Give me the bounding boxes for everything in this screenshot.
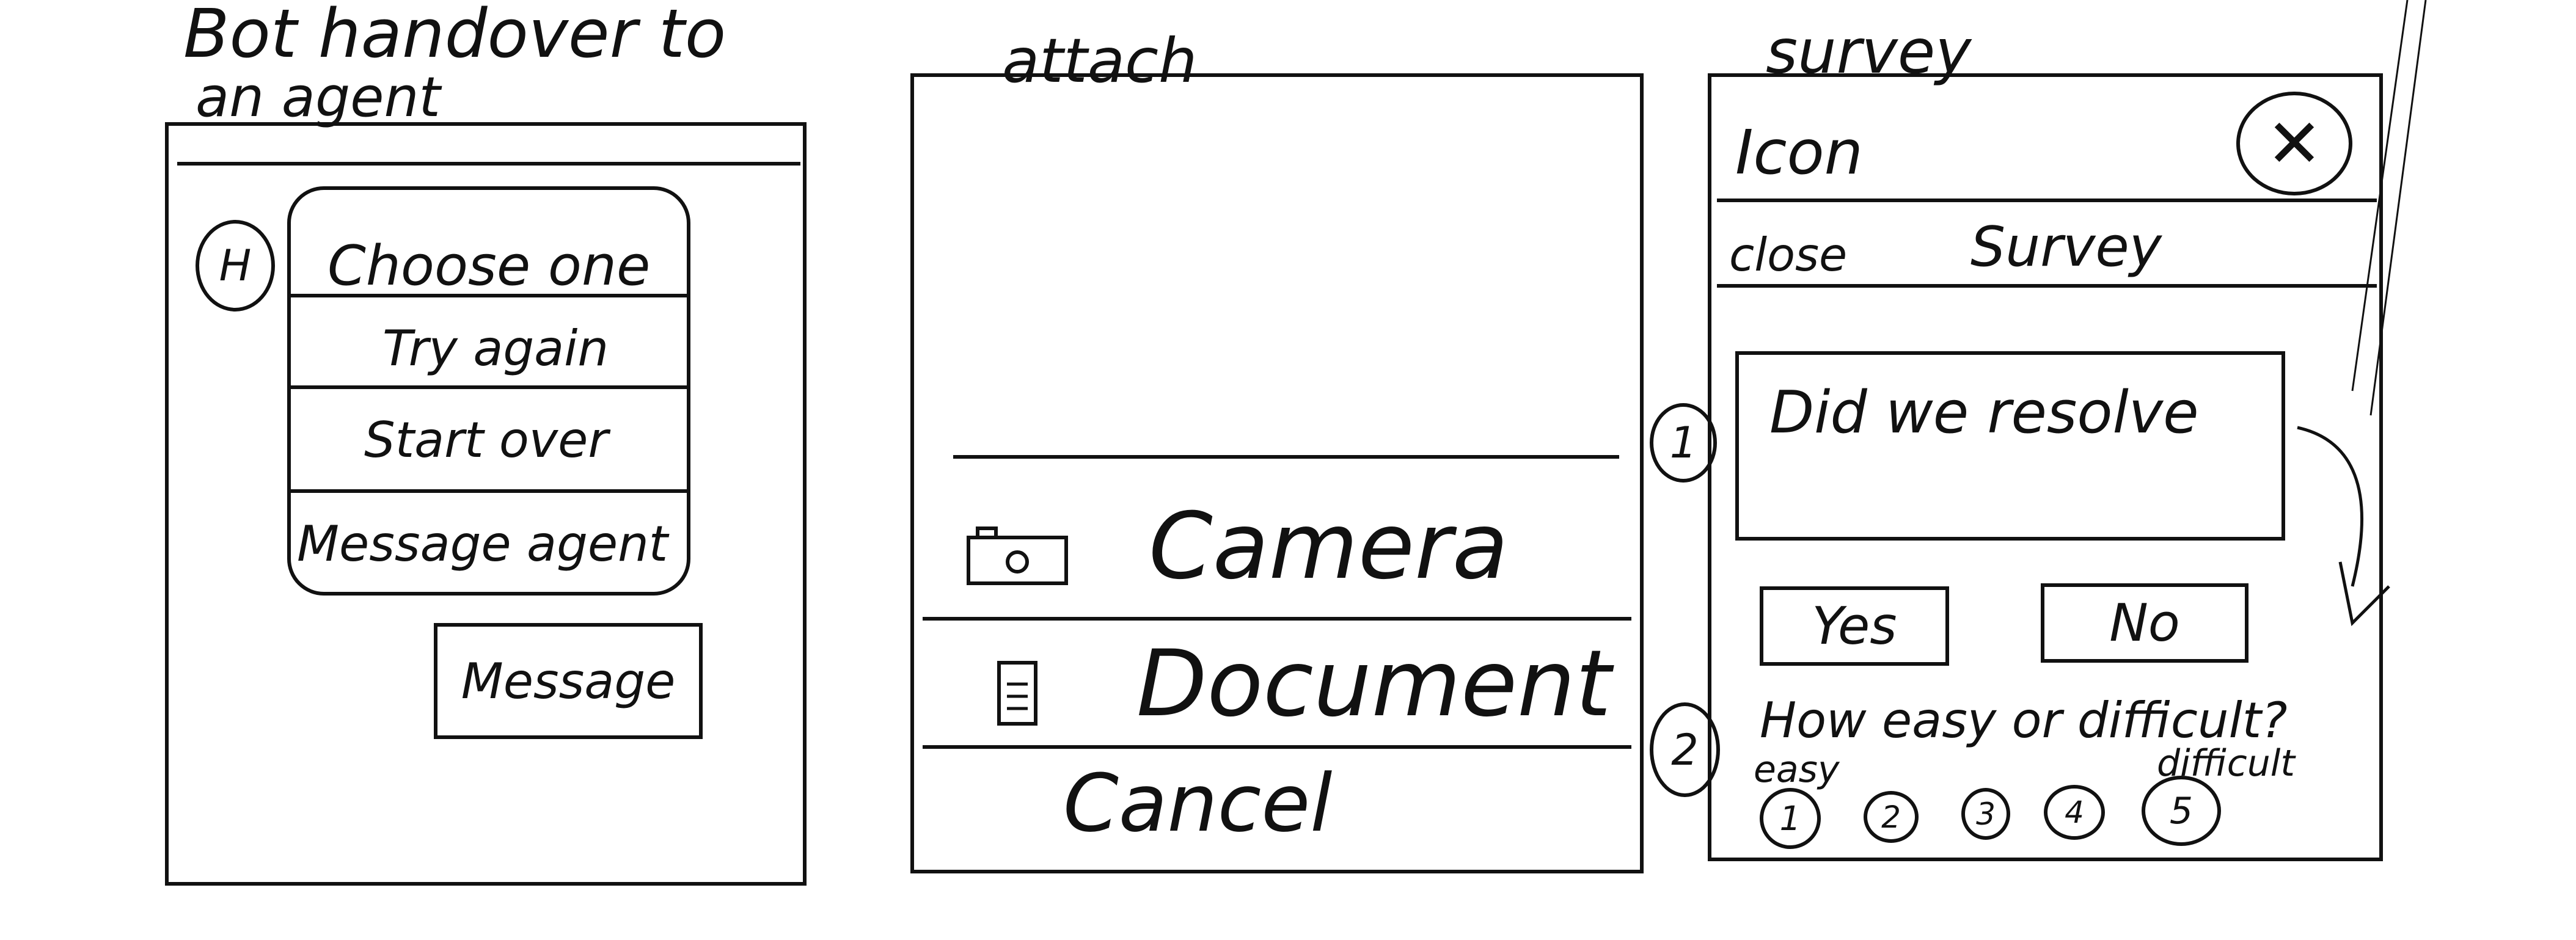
- menu-item-start-over[interactable]: Start over: [364, 412, 609, 468]
- rating-number: 1: [1779, 799, 1801, 838]
- rating-number: 4: [2065, 795, 2084, 830]
- divider: [291, 489, 688, 493]
- message-button[interactable]: Message: [434, 623, 703, 739]
- no-label: No: [2109, 592, 2180, 654]
- avatar-letter: H: [219, 241, 252, 291]
- cancel-button[interactable]: Cancel: [1063, 757, 1333, 850]
- agent-avatar: H: [196, 220, 275, 312]
- close-target-label: Survey: [1970, 215, 2162, 279]
- message-button-label: Message: [461, 652, 676, 710]
- survey-header-label: Icon: [1735, 117, 1864, 188]
- divider: [923, 617, 1631, 621]
- divider: [1717, 199, 2377, 202]
- handover-phone-frame: [165, 122, 807, 886]
- rating-number: 2: [1881, 799, 1901, 835]
- rating-option-4[interactable]: 4: [2044, 785, 2105, 840]
- rating-option-1[interactable]: 1: [1760, 788, 1821, 849]
- camera-label: Camera: [1149, 494, 1509, 600]
- rating-option-5[interactable]: 5: [2142, 776, 2221, 846]
- flow-arrow: [2297, 0, 2427, 627]
- divider: [291, 385, 688, 389]
- scale-low-label: easy: [1754, 748, 1840, 791]
- divider: [923, 745, 1631, 749]
- yes-label: Yes: [1812, 596, 1897, 657]
- divider: [177, 162, 800, 166]
- divider: [1717, 284, 2377, 288]
- yes-button[interactable]: Yes: [1760, 586, 1949, 666]
- close-icon: ✕: [2266, 104, 2323, 183]
- attach-option-document[interactable]: Document: [917, 620, 1637, 748]
- question-2-marker: 2: [1650, 702, 1720, 797]
- rating-option-2[interactable]: 2: [1864, 791, 1919, 843]
- handover-title: Bot handover to: [183, 0, 726, 73]
- survey-title: survey: [1766, 16, 1972, 87]
- close-survey-button[interactable]: ✕: [2236, 92, 2352, 195]
- rating-number: 3: [1976, 796, 1996, 832]
- divider: [953, 455, 1619, 459]
- menu-item-message-agent[interactable]: Message agent: [297, 516, 668, 572]
- document-label: Document: [1136, 631, 1612, 737]
- choice-menu: Choose one Try again Start over Message …: [287, 186, 690, 596]
- question-1-marker: 1: [1650, 403, 1717, 483]
- handover-subtitle: an agent: [196, 65, 441, 129]
- menu-header: Choose one: [327, 234, 651, 298]
- close-label: close: [1729, 228, 1848, 282]
- attach-phone-frame: [910, 73, 1644, 873]
- divider: [291, 294, 688, 297]
- rating-option-3[interactable]: 3: [1961, 788, 2010, 840]
- rating-number: 5: [2169, 789, 2194, 833]
- attach-option-camera[interactable]: Camera: [917, 464, 1637, 617]
- question-1-box: Did we resolve: [1735, 351, 2285, 541]
- question-2-text: How easy or difficult?: [1760, 692, 2288, 749]
- marker-number: 2: [1671, 724, 1699, 775]
- document-icon: [997, 661, 1037, 726]
- attach-title: attach: [1002, 25, 1198, 97]
- menu-item-try-again[interactable]: Try again: [382, 320, 609, 377]
- question-1-text: Did we resolve: [1769, 379, 2199, 446]
- marker-number: 1: [1669, 418, 1697, 468]
- camera-icon: [967, 526, 1068, 585]
- no-button[interactable]: No: [2041, 583, 2249, 663]
